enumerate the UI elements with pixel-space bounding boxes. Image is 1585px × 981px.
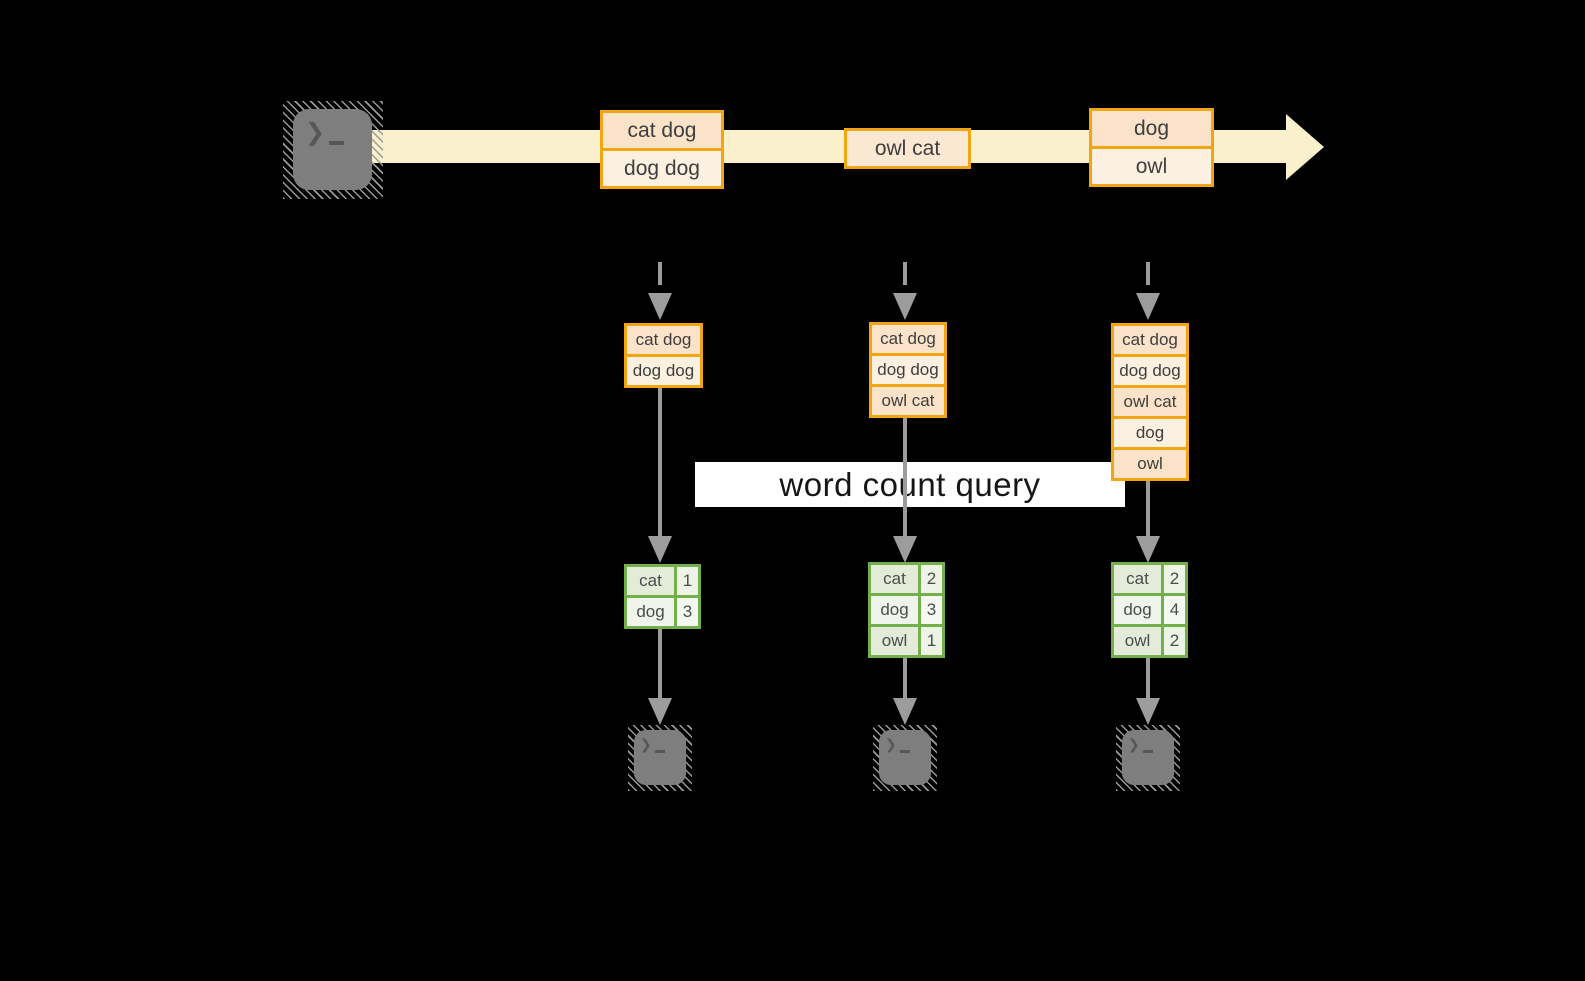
count-cell: 1 <box>674 567 698 595</box>
query-banner: word count query <box>695 462 1125 507</box>
query-arrow-line <box>903 417 907 536</box>
stream-event-line: cat dog <box>603 113 721 148</box>
buffer-stack-2: cat dog dog dog owl cat <box>869 322 947 418</box>
stream-event-box-3: dog owl <box>1089 108 1214 187</box>
buffer-row: dog <box>1114 416 1186 447</box>
terminal-screen <box>293 109 372 190</box>
word-cell: owl <box>871 627 918 655</box>
count-cell: 2 <box>918 565 942 593</box>
terminal-prompt-icon: ❯ <box>1128 736 1140 752</box>
output-arrow-line <box>1146 658 1150 698</box>
result-row: cat 2 <box>1114 565 1185 593</box>
buffer-stack-3: cat dog dog dog owl cat dog owl <box>1111 323 1189 481</box>
terminal-cursor-icon <box>655 750 665 753</box>
word-cell: dog <box>627 598 674 626</box>
result-table-2: cat 2 dog 3 owl 1 <box>868 562 945 658</box>
terminal-screen <box>1122 730 1174 785</box>
word-cell: cat <box>871 565 918 593</box>
buffer-row: owl cat <box>872 384 944 415</box>
buffer-row: cat dog <box>872 325 944 353</box>
word-cell: cat <box>627 567 674 595</box>
output-arrowhead-icon <box>1136 698 1160 725</box>
stream-event-box-2: owl cat <box>844 128 971 169</box>
word-cell: owl <box>1114 627 1161 655</box>
count-cell: 3 <box>674 598 698 626</box>
buffer-row: dog dog <box>1114 354 1186 385</box>
count-cell: 3 <box>918 596 942 624</box>
output-arrow-line <box>903 658 907 698</box>
word-cell: dog <box>871 596 918 624</box>
query-arrowhead-icon <box>1136 536 1160 563</box>
output-arrowhead-icon <box>893 698 917 725</box>
result-row: owl 2 <box>1114 624 1185 655</box>
output-terminal-icon-3: ❯ <box>1116 725 1180 791</box>
terminal-screen <box>634 730 686 785</box>
count-cell: 4 <box>1161 596 1185 624</box>
stream-event-line: owl <box>1092 146 1211 184</box>
count-cell: 1 <box>918 627 942 655</box>
count-cell: 2 <box>1161 565 1185 593</box>
buffer-row: dog dog <box>872 353 944 384</box>
stream-timeline-arrowhead-icon <box>1286 114 1324 180</box>
query-arrowhead-icon <box>648 536 672 563</box>
result-row: cat 1 <box>627 567 698 595</box>
result-row: owl 1 <box>871 624 942 655</box>
query-arrow-line <box>1146 481 1150 536</box>
result-row: dog 3 <box>627 595 698 626</box>
stream-event-box-1: cat dog dog dog <box>600 110 724 189</box>
ingest-arrow-dash <box>658 262 662 285</box>
word-cell: dog <box>1114 596 1161 624</box>
result-row: dog 4 <box>1114 593 1185 624</box>
buffer-row: owl cat <box>1114 385 1186 416</box>
output-arrow-line <box>658 629 662 698</box>
terminal-cursor-icon <box>900 750 910 753</box>
terminal-prompt-icon: ❯ <box>885 736 897 752</box>
stream-event-line: dog dog <box>603 148 721 186</box>
query-arrowhead-icon <box>893 536 917 563</box>
ingest-arrow-dash <box>903 262 907 285</box>
terminal-cursor-icon <box>1143 750 1153 753</box>
query-arrow-line <box>658 388 662 536</box>
buffer-row: cat dog <box>627 326 700 354</box>
result-row: dog 3 <box>871 593 942 624</box>
buffer-row: dog dog <box>627 354 700 385</box>
stream-event-line: owl cat <box>847 131 968 166</box>
terminal-prompt-icon: ❯ <box>640 736 652 752</box>
ingest-arrowhead-icon <box>893 293 917 320</box>
result-row: cat 2 <box>871 565 942 593</box>
output-terminal-icon-1: ❯ <box>628 725 692 791</box>
ingest-arrowhead-icon <box>1136 293 1160 320</box>
ingest-arrowhead-icon <box>648 293 672 320</box>
result-table-1: cat 1 dog 3 <box>624 564 701 629</box>
buffer-row: cat dog <box>1114 326 1186 354</box>
result-table-3: cat 2 dog 4 owl 2 <box>1111 562 1188 658</box>
ingest-arrow-dash <box>1146 262 1150 285</box>
output-terminal-icon-2: ❯ <box>873 725 937 791</box>
source-terminal-icon: ❯ <box>283 101 383 199</box>
terminal-prompt-icon: ❯ <box>305 119 326 146</box>
count-cell: 2 <box>1161 627 1185 655</box>
stream-event-line: dog <box>1092 111 1211 146</box>
buffer-row: owl <box>1114 447 1186 478</box>
terminal-cursor-icon <box>329 141 344 145</box>
terminal-screen <box>879 730 931 785</box>
word-cell: cat <box>1114 565 1161 593</box>
output-arrowhead-icon <box>648 698 672 725</box>
buffer-stack-1: cat dog dog dog <box>624 323 703 388</box>
